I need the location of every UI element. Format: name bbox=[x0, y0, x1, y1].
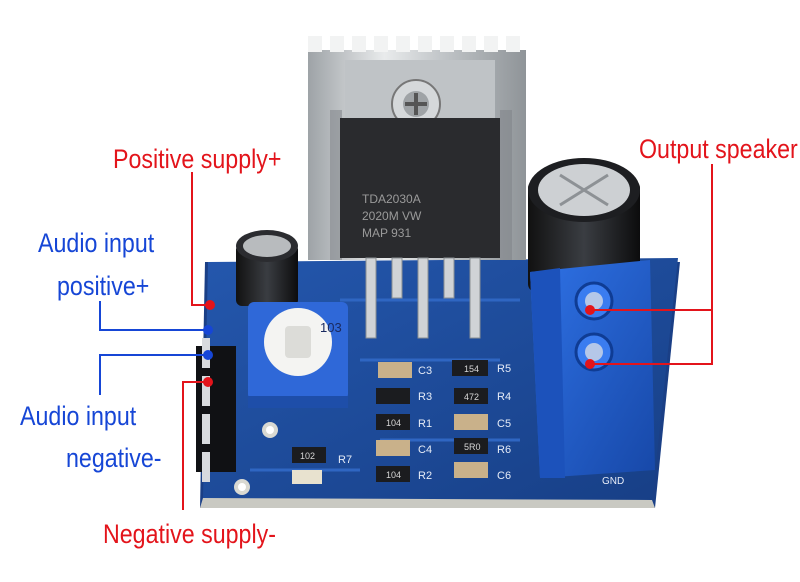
svg-text:104: 104 bbox=[386, 470, 401, 480]
negative-supply-label: Negative supply- bbox=[103, 519, 276, 549]
terminal-block bbox=[530, 260, 655, 478]
leader-positive-supply bbox=[191, 172, 208, 306]
chip-marking-1: TDA2030A bbox=[362, 192, 421, 206]
svg-text:104: 104 bbox=[386, 418, 401, 428]
svg-text:R2: R2 bbox=[418, 470, 432, 482]
amplifier-chip: TDA2030A 2020M VW MAP 931 bbox=[340, 60, 500, 339]
audio-input-positive-label-line2: positive+ bbox=[57, 271, 150, 301]
small-capacitor bbox=[236, 230, 298, 306]
positive-supply-label: Positive supply+ bbox=[113, 144, 282, 174]
svg-text:R6: R6 bbox=[497, 444, 511, 456]
header-pins bbox=[196, 338, 236, 482]
svg-text:C3: C3 bbox=[418, 365, 432, 377]
svg-text:C4: C4 bbox=[418, 444, 432, 456]
potentiometer: 103 bbox=[248, 302, 348, 408]
leader-audio-positive bbox=[99, 301, 208, 331]
silkscreen-labels: C3 R5 R3 R4 R1 C5 C4 R6 R7 R2 C6 GND bbox=[338, 363, 624, 487]
pot-marking: 103 bbox=[320, 320, 342, 335]
svg-text:R3: R3 bbox=[418, 391, 432, 403]
audio-input-positive-label-line1: Audio input bbox=[38, 228, 155, 258]
svg-text:154: 154 bbox=[464, 364, 479, 374]
svg-text:5R0: 5R0 bbox=[464, 442, 481, 452]
audio-input-negative-label-line1: Audio input bbox=[20, 401, 137, 431]
gnd-label: GND bbox=[602, 476, 624, 487]
svg-text:C5: C5 bbox=[497, 418, 511, 430]
svg-text:R7: R7 bbox=[338, 454, 352, 466]
smd-components: 154 472 104 5R0 102 104 bbox=[292, 360, 488, 484]
svg-text:R5: R5 bbox=[497, 363, 511, 375]
annotation-lines bbox=[99, 164, 713, 510]
svg-text:R1: R1 bbox=[418, 418, 432, 430]
svg-text:102: 102 bbox=[300, 451, 315, 461]
chip-marking-2: 2020M VW bbox=[362, 209, 422, 223]
chip-marking-3: MAP 931 bbox=[362, 226, 411, 240]
leader-audio-negative bbox=[99, 354, 208, 395]
audio-input-negative-label-line2: negative- bbox=[66, 443, 162, 473]
leader-output-speaker bbox=[594, 164, 713, 365]
output-speaker-label: Output speaker bbox=[639, 134, 798, 164]
svg-text:R4: R4 bbox=[497, 391, 511, 403]
svg-text:472: 472 bbox=[464, 392, 479, 402]
svg-text:C6: C6 bbox=[497, 470, 511, 482]
annotation-dots bbox=[203, 300, 595, 387]
leader-negative-supply bbox=[182, 381, 208, 510]
